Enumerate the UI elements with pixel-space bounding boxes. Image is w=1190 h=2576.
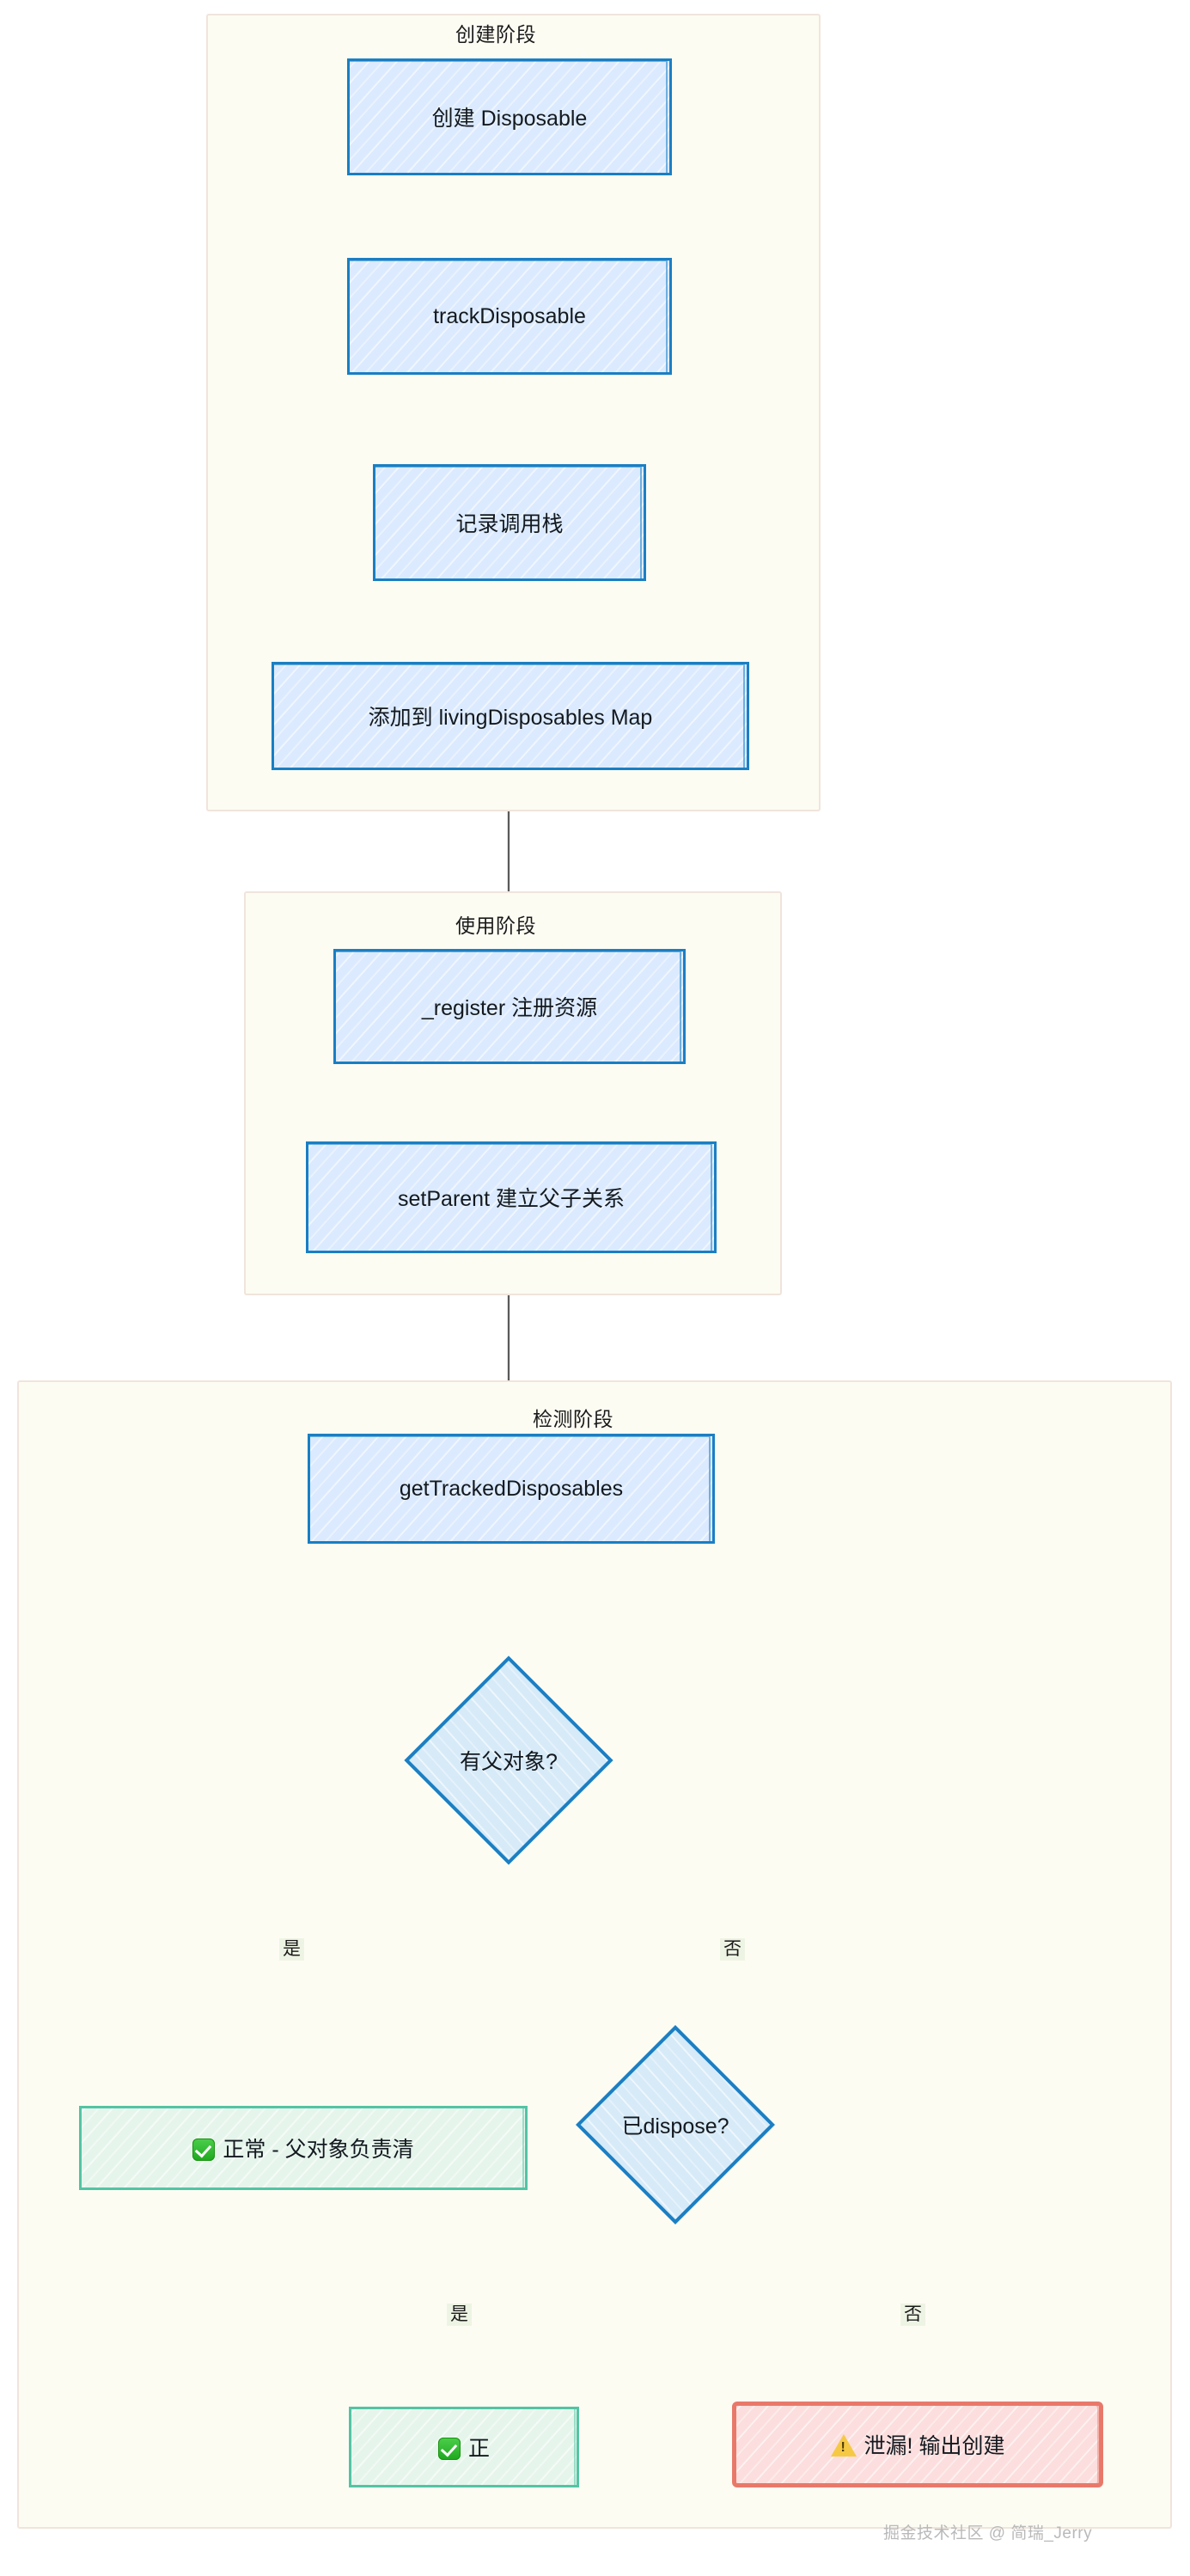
cluster-detect-phase-title: 检测阶段 xyxy=(533,1408,613,1430)
node-normal-parent-cleans[interactable]: 正常 - 父对象负责清 xyxy=(79,2106,528,2190)
decision-already-disposed[interactable]: 已dispose? xyxy=(576,2025,775,2224)
node-label: _register 注册资源 xyxy=(421,996,598,1020)
edge-label-disposed-yes: 是 xyxy=(447,2304,472,2327)
node-label: trackDisposable xyxy=(433,303,586,328)
node-normal-short[interactable]: 正 xyxy=(349,2407,579,2487)
edge-label-has-parent-no: 否 xyxy=(720,1938,745,1961)
node-label: 记录调用栈 xyxy=(455,512,564,536)
node-leak-output-creation[interactable]: 泄漏! 输出创建 xyxy=(732,2402,1103,2487)
node-record-callstack[interactable]: 记录调用栈 xyxy=(373,464,646,581)
node-label: 创建 Disposable xyxy=(431,107,588,131)
node-label: 有父对象? xyxy=(460,1750,558,1774)
node-track-disposable[interactable]: trackDisposable xyxy=(347,258,672,375)
node-label: 正 xyxy=(430,2432,498,2463)
node-label: 添加到 livingDisposables Map xyxy=(368,706,653,730)
cluster-detect-phase xyxy=(17,1380,1172,2529)
decision-has-parent[interactable]: 有父对象? xyxy=(404,1655,613,1865)
node-label: setParent 建立父子关系 xyxy=(398,1187,625,1211)
node-label: 正常 - 父对象负责清 xyxy=(184,2132,422,2163)
node-create-disposable[interactable]: 创建 Disposable xyxy=(347,58,672,175)
cluster-create-phase-title: 创建阶段 xyxy=(455,23,536,46)
node-label-text: 正常 - 父对象负责清 xyxy=(223,2138,414,2162)
edge-label-disposed-no: 否 xyxy=(900,2304,925,2327)
node-setparent-relation[interactable]: setParent 建立父子关系 xyxy=(306,1141,717,1253)
node-label: 已dispose? xyxy=(621,2114,729,2139)
node-label: getTrackedDisposables xyxy=(399,1476,624,1501)
node-register-resource[interactable]: _register 注册资源 xyxy=(333,949,686,1064)
node-get-tracked-disposables[interactable]: getTrackedDisposables xyxy=(308,1434,715,1544)
node-label: 泄漏! 输出创建 xyxy=(822,2429,1014,2460)
warning-icon xyxy=(830,2434,857,2457)
check-icon xyxy=(192,2139,216,2161)
edge-label-has-parent-yes: 是 xyxy=(279,1938,304,1961)
node-label-text: 泄漏! 输出创建 xyxy=(864,2434,1005,2458)
watermark: 掘金技术社区 @ 简瑞_Jerry xyxy=(883,2524,1093,2542)
node-add-to-living-disposables-map[interactable]: 添加到 livingDisposables Map xyxy=(272,662,749,770)
node-label-text: 正 xyxy=(467,2437,490,2461)
check-icon xyxy=(437,2438,461,2460)
cluster-use-phase-title: 使用阶段 xyxy=(455,915,536,937)
